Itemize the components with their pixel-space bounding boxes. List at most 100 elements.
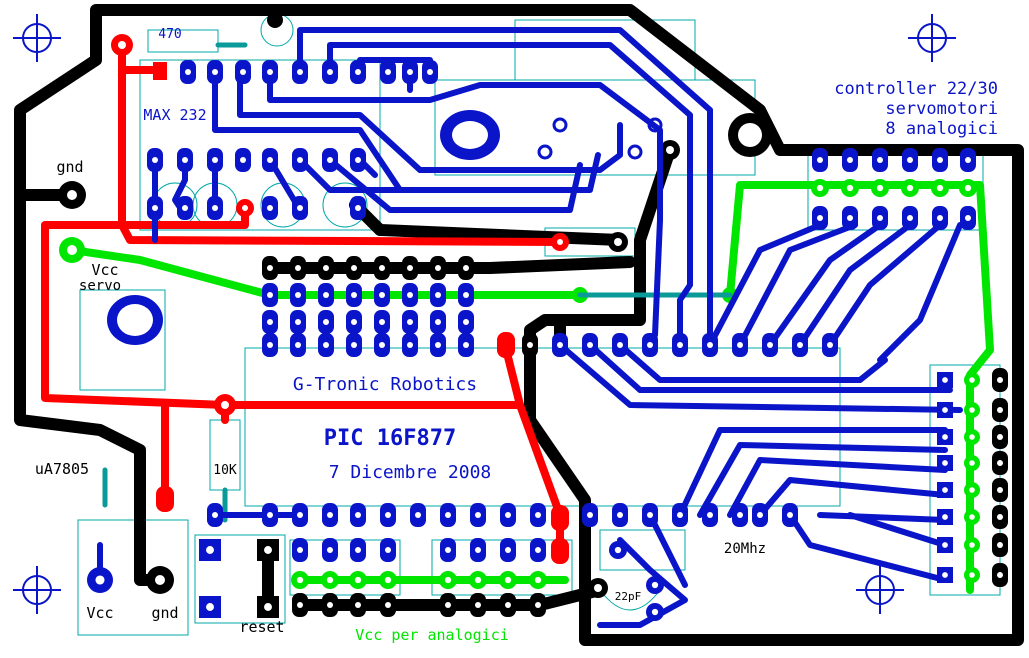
pad-hole (267, 157, 273, 163)
pad-hole (355, 512, 361, 518)
pad-hole (351, 319, 357, 325)
pad-hole (969, 572, 975, 578)
pad-hole (651, 581, 659, 589)
pad-hole (355, 69, 361, 75)
pad-hole (906, 184, 914, 192)
pad-hole (969, 434, 975, 440)
pad-hole (444, 576, 452, 584)
mounting-hole-icon (856, 566, 904, 614)
pad-hole (212, 69, 218, 75)
pad-hole (355, 602, 361, 608)
pad-hole (297, 205, 303, 211)
pad-hole (384, 576, 392, 584)
title-line-2: servomotori (885, 99, 998, 119)
ground-pads (58, 12, 772, 598)
pad-hole (267, 265, 273, 271)
pad-hole (997, 542, 1003, 548)
pad-hole (587, 342, 593, 348)
pad-hole (297, 602, 303, 608)
pad-hole (354, 576, 362, 584)
pad-hole (463, 342, 469, 348)
pad-hole (997, 572, 1003, 578)
mounting-holes (13, 14, 956, 614)
pad-hole (267, 69, 273, 75)
pad-hole (817, 215, 823, 221)
pad-hole (182, 157, 188, 163)
pad-hole (969, 407, 975, 413)
pad-hole (445, 547, 451, 553)
pad-hole (295, 342, 301, 348)
pad-hole (295, 265, 301, 271)
mounting-hole-icon (13, 14, 61, 62)
gnd-left-label: gnd (56, 158, 83, 176)
pad-hole (617, 512, 623, 518)
pad-hole (816, 184, 824, 192)
pad-hole (767, 342, 773, 348)
max232-label: MAX 232 (143, 106, 206, 124)
pad-hole (969, 487, 975, 493)
pad-hole (647, 512, 653, 518)
pad-hole (379, 319, 385, 325)
pad-hole (942, 514, 948, 520)
pad-hole (327, 602, 333, 608)
brand-label: G-Tronic Robotics (293, 374, 477, 395)
pad-hole (435, 292, 441, 298)
title-line-3: 8 analogici (885, 119, 998, 139)
pad-hole (95, 575, 105, 585)
pad-hole (435, 342, 441, 348)
pad-hole (505, 547, 511, 553)
pad-hole (297, 547, 303, 553)
pad-hole (323, 292, 329, 298)
pad-hole (267, 292, 273, 298)
chip-label: PIC 16F877 (324, 426, 456, 451)
pad-hole (534, 576, 542, 584)
pad-hole (355, 547, 361, 553)
pad-hole (385, 547, 391, 553)
pad-hole (474, 576, 482, 584)
xtal-label: 20Mhz (724, 541, 766, 557)
pad-hole (445, 602, 451, 608)
pad-hole (407, 342, 413, 348)
pad-hole (997, 514, 1003, 520)
title-line-1: controller 22/30 (834, 79, 998, 99)
pad-hole (505, 512, 511, 518)
pad-hole (267, 342, 273, 348)
pad-hole (907, 157, 913, 163)
pad-hole (355, 157, 361, 163)
pad-hole (965, 215, 971, 221)
db9-connector (107, 110, 663, 345)
pad-hole (707, 342, 713, 348)
pad-hole (817, 157, 823, 163)
pad-hole (407, 69, 413, 75)
ground-traces (14, 4, 1024, 646)
pad-hole (737, 512, 743, 518)
pad-hole (327, 512, 333, 518)
pad-hole (936, 184, 944, 192)
pad-hole (757, 512, 763, 518)
pad-hole (152, 157, 158, 163)
power-pads (111, 34, 569, 564)
pad-hole (415, 512, 421, 518)
pad-hole (297, 157, 303, 163)
pad-hole (557, 342, 563, 348)
pad-hole (846, 184, 854, 192)
ua7805-label: uA7805 (35, 460, 89, 478)
pad-hole (463, 319, 469, 325)
pad-hole (327, 157, 333, 163)
pad-hole (326, 576, 334, 584)
pad-hole (677, 512, 683, 518)
pad-hole (385, 512, 391, 518)
pad-hole (614, 546, 622, 554)
pad-hole (969, 542, 975, 548)
pad-hole (379, 342, 385, 348)
r10k-label: 10K (213, 463, 237, 478)
pad-hole (327, 547, 333, 553)
pad-hole (475, 512, 481, 518)
board-labels: controller 22/30 servomotori 8 analogici… (35, 27, 998, 644)
pad-hole (535, 547, 541, 553)
pad-hole (295, 292, 301, 298)
pad-hole (877, 157, 883, 163)
pad-hole (847, 215, 853, 221)
pad-hole (267, 512, 273, 518)
